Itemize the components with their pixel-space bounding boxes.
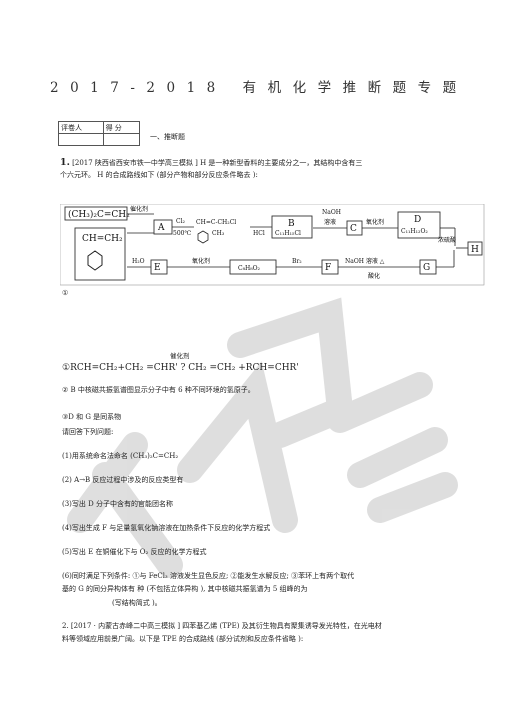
q1-number: 1. [60,157,70,168]
circled-marker: ① [62,289,69,297]
aq-label: 溶液 [324,218,336,226]
reviewer-cell [58,133,104,146]
t500-label: 500℃ [173,230,191,237]
info-3: ③D 和 G 是同系物 [62,413,122,421]
prompt-text: 请回答下列问题: [62,428,114,436]
label-F: F [325,263,331,273]
benzene-ring-icon [87,250,103,271]
cl2-label: Cl₂ [176,218,186,225]
benzene-ring-small-icon [197,230,209,244]
oxid-label-1: 氧化剂 [366,218,384,226]
label-B: B [288,219,295,229]
part-6-line2: 基的 G 的同分异构体有 种 (不包括立体异构 ), 其中核磁共振氢谱为 5 组… [62,585,308,593]
label-D: D [414,215,421,225]
section-heading: 一、推断题 [150,133,185,141]
label-G: G [423,263,430,273]
page-title: 2017-2018 有机化学推断题专题 [50,80,468,96]
label-H: H [471,245,479,255]
info-2: ② B 中核磁共振氢谱图显示分子中有 6 种不同环境的氢原子。 [62,386,255,394]
part-6-line3: (写结构简式 )。 [112,599,162,607]
naoh-aq-label: NaOH 溶液 △ [345,257,385,265]
reaction-equation: ①RCH=CH₂+CH₂ =CHR' ? CH₂ =CH₂ +RCH=CHR' [62,363,299,373]
part-5: (5)写出 E 在铜催化下与 O₂ 反应的化学方程式 [62,548,207,556]
q1-text1: [2017 陕西省西安市铁一中学高三模拟 ] H 是一种新型香料的主要成分之一，… [72,159,363,167]
part-2: (2) A→B 反应过程中涉及的反应类型有 [62,476,184,484]
conc-label: 浓硫酸 [438,236,456,244]
acid-label: 酸化 [368,272,380,280]
br2-label: Br₂ [292,258,302,265]
mid-struct: CH=C-CH₂Cl [196,219,236,226]
score-table: 评卷人 得 分 [58,121,141,146]
box-D [397,211,441,239]
label-E: E [154,263,161,273]
cat-label: 催化剂 [130,205,148,213]
label-A: A [157,223,165,233]
q1-line1: 1. [2017 陕西省西安市铁一中学高三模拟 ] H 是一种新型香料的主要成分… [60,157,362,169]
watermark-stamp [67,297,458,578]
part-6-line1: (6)同时满足下列条件: ①与 FeCl₃ 溶液发生显色反应; ②能发生水解反应… [62,572,355,580]
reviewer-label: 评卷人 [58,121,104,134]
score-label: 得 分 [102,121,141,134]
hcl-label: HCl [253,230,265,237]
box-B [271,215,313,239]
start1-label: (CH₃)₂C=CH₂ [68,209,130,220]
naoh-label: NaOH [322,209,341,216]
q2-line1: 2. [2017 · 内蒙古赤峰二中高三模拟 ] 四苯基乙烯 (TPE) 及其衍… [62,622,382,630]
inter2-label: C₈H₈O₂ [238,265,261,272]
part-1: (1)用系统命名法命名 (CH₃)₂C=CH₂ [62,452,179,460]
h2o-label: H₂O [132,258,145,265]
score-cell [102,133,141,146]
start2-label: CH=CH₂ [82,234,123,244]
q1-line2: 个六元环。 H 的合成路线如下 (部分产物和部分反应条件略去 ): [60,171,258,179]
start1-box [64,206,128,221]
B-formula: C₁₁H₁₅Cl [275,230,301,237]
ch3-label: CH₃ [212,230,225,237]
synthesis-scheme: (CH₃)₂C=CH₂ CH=CH₂ 催化剂 A Cl₂ 500℃ CH=C-C… [60,204,485,286]
label-C: C [350,224,357,234]
box-H [467,241,483,256]
q2-line2: 料等领域应用前景广阔。以下是 TPE 的合成路线 (部分试剂和反应条件省略 ): [62,635,304,643]
catalyst-label: 催化剂 [170,352,190,360]
part-4: (4)写出生成 F 与足量氢氧化钠溶液在加热条件下反应的化学方程式 [62,524,271,532]
part-3: (3)写出 D 分子中含有的官能团名称 [62,500,173,508]
oxid-label-2: 氧化剂 [192,257,210,265]
D-formula: C₁₁H₁₂O₂ [401,228,428,235]
